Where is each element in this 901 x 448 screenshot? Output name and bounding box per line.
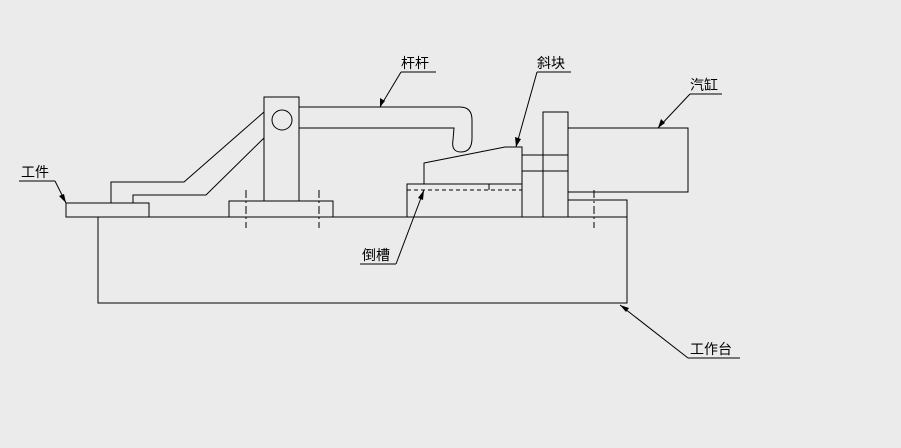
pivot-post (263, 96, 300, 202)
label-wedge: 斜块 (537, 56, 565, 72)
cylinder-body (567, 127, 689, 193)
leader-cylinder-arrow (658, 119, 665, 128)
leader-groove-arrow (418, 190, 424, 200)
leader-wedge-arrow (515, 137, 521, 147)
label-worktable: 工作台 (690, 342, 732, 358)
cylinder-base (567, 199, 628, 218)
leader-worktable-line (619, 304, 689, 359)
lever-arm-left-lower (132, 137, 265, 203)
worktable-body (97, 216, 628, 304)
label-workpiece: 工件 (21, 165, 49, 181)
leader-lever-arrow (380, 98, 385, 107)
wedge-block (423, 146, 523, 185)
lever-arm-left-upper (110, 111, 265, 203)
leader-worktable-arrow (620, 305, 629, 312)
leader-workpiece-arrow (59, 194, 66, 203)
wedge-base (406, 183, 523, 218)
leader-groove-line (395, 189, 425, 265)
label-cylinder: 汽缸 (690, 77, 718, 94)
lever-arm-right-hook (299, 106, 473, 153)
piston-rod (521, 154, 544, 172)
pivot-base (228, 200, 334, 218)
leader-wedge-line (515, 71, 538, 148)
workpiece (65, 202, 150, 218)
label-chamfer-groove: 倒槽 (362, 248, 390, 264)
pivot-pin (271, 109, 293, 131)
label-lever: 杆杆 (401, 56, 429, 72)
cylinder-mount (542, 111, 569, 218)
